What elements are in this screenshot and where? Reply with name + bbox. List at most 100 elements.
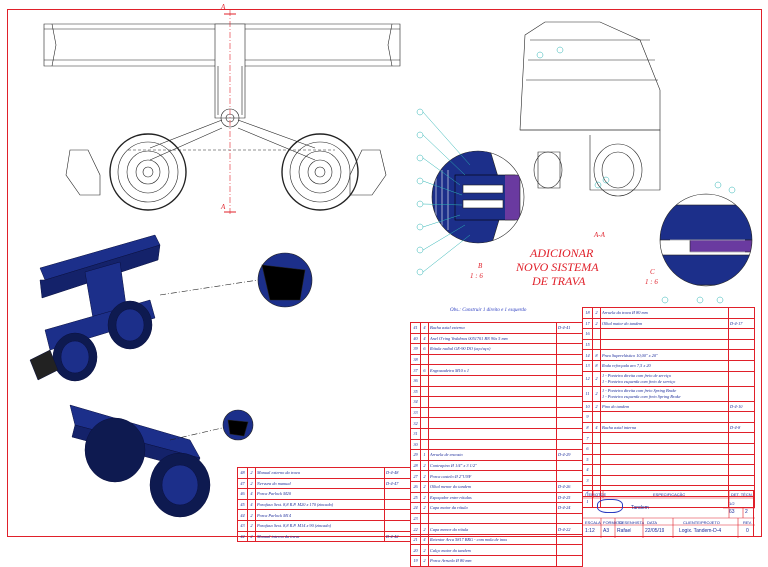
bom-reference xyxy=(728,453,755,466)
bom-reference xyxy=(556,417,583,429)
bom-row: 6 xyxy=(582,442,755,455)
bom-reference xyxy=(728,385,755,402)
tb-lbl-formato: FORMATO xyxy=(603,520,623,525)
bom-description: Porca Parlock M14 xyxy=(255,509,385,521)
bom-description: Olhal maior do tandem xyxy=(600,317,729,330)
bom-quantity: 2 xyxy=(420,523,429,535)
tb-title: Tandem xyxy=(631,505,649,511)
bom-item-number: 46 xyxy=(237,488,248,500)
bom-item-number: 43 xyxy=(237,519,248,532)
wheel-right xyxy=(281,133,359,211)
bom-quantity xyxy=(592,464,601,476)
bom-reference xyxy=(556,512,583,525)
bom-item-number: 27 xyxy=(410,470,421,482)
tb-lbl-rev: REV. xyxy=(743,520,752,525)
bom-reference xyxy=(728,442,755,455)
bom-quantity: 2 xyxy=(247,509,256,521)
bom-item-number: 22 xyxy=(410,523,421,535)
bom-item-number: 17 xyxy=(582,317,593,330)
bom-reference xyxy=(556,353,583,366)
bom-reference: D-4-25 xyxy=(556,491,583,504)
bom-description xyxy=(428,427,557,440)
bom-item-number: 19 xyxy=(410,555,421,567)
bom-item-number: 30 xyxy=(410,438,421,451)
bom-row: 31 xyxy=(410,427,583,440)
bom-row: 35 xyxy=(410,385,583,398)
bom-quantity xyxy=(592,411,601,423)
bom-quantity: 4 xyxy=(420,332,429,345)
bom-row: 7 xyxy=(582,432,755,444)
detail-circle-iso-1 xyxy=(159,252,313,308)
bom-description: Rótula radial GE-90 DO (aço/aço) xyxy=(428,343,557,355)
bom-item-number: 9 xyxy=(582,411,593,423)
bom-row: 38 xyxy=(410,353,583,366)
tb-lbl-escala: ESCALA xyxy=(585,520,601,525)
bom-reference xyxy=(556,544,583,557)
bom-quantity: 2 xyxy=(592,370,601,387)
bom-description: Retentor Arca 5817 BRG - com mola de ino… xyxy=(428,533,557,546)
bom-description: Porca Parlock M20 xyxy=(255,488,385,500)
bom-row: 32 xyxy=(410,417,583,429)
bom-quantity: 4 xyxy=(592,421,601,434)
bom-row: 16 xyxy=(582,328,755,340)
bom-row: 4 xyxy=(582,464,755,476)
section-view xyxy=(519,21,661,197)
tb-des: 63 xyxy=(729,509,735,515)
bom-reference xyxy=(556,396,583,408)
detail-b-label: B xyxy=(478,262,483,270)
bom-reference xyxy=(728,432,755,444)
bom-reference xyxy=(384,498,411,511)
bom-quantity xyxy=(592,328,601,340)
bom-item-number: 21 xyxy=(410,533,421,546)
bom-description: Espaçador entre rótulas xyxy=(428,491,557,504)
bom-description: Bucha axial externa xyxy=(428,322,557,334)
bom-item-number: 26 xyxy=(410,480,421,493)
company-logo xyxy=(597,499,623,513)
bom-description: Contrapino Ø 1/4" x 3 1/2" xyxy=(428,459,557,472)
section-aa-label: A-A xyxy=(594,231,605,239)
tb-col-qty: QTDE xyxy=(595,492,607,497)
bom-description: Engraxadeira M10 x 1 xyxy=(428,364,557,376)
bom-reference xyxy=(556,470,583,482)
bom-reference: D-4-8 xyxy=(728,421,755,434)
bom-quantity: 2 xyxy=(420,470,429,482)
bom-row: 33 xyxy=(410,406,583,419)
bom-item-number: 10 xyxy=(582,400,593,413)
bom-item-number: 28 xyxy=(410,459,421,472)
bom-description: Anel O'ring Vedabras 0051701 BN 90x 5 mm xyxy=(428,332,557,345)
bom-description-line: 1 - Ponteira esquerda com freio Spring B… xyxy=(602,393,681,399)
bom-item-number: 12 xyxy=(582,370,593,387)
bom-item-number: 15 xyxy=(582,338,593,351)
bom-quantity: 2 xyxy=(592,385,601,402)
title-block-grid xyxy=(583,491,755,538)
add-note-line2: NOVO SISTEMA xyxy=(516,260,599,274)
bom-item-number: 40 xyxy=(410,332,421,345)
bom-description: Calço maior do tandem xyxy=(428,544,557,557)
bom-description xyxy=(600,411,729,423)
tb-lbl-cliente: CLIENTE/PROJETO xyxy=(683,520,720,525)
bom-item-number: 13 xyxy=(582,359,593,372)
bom-reference xyxy=(556,332,583,345)
detail-circle-iso-2 xyxy=(169,409,254,441)
bom-reference: D-4-41 xyxy=(556,322,583,334)
bom-description xyxy=(600,453,729,466)
tb-col-item: ITEM xyxy=(585,492,595,497)
bom-quantity: 8 xyxy=(592,359,601,372)
tb-desenhista: Rafael xyxy=(617,528,632,534)
bom-quantity: 6 xyxy=(420,343,429,355)
